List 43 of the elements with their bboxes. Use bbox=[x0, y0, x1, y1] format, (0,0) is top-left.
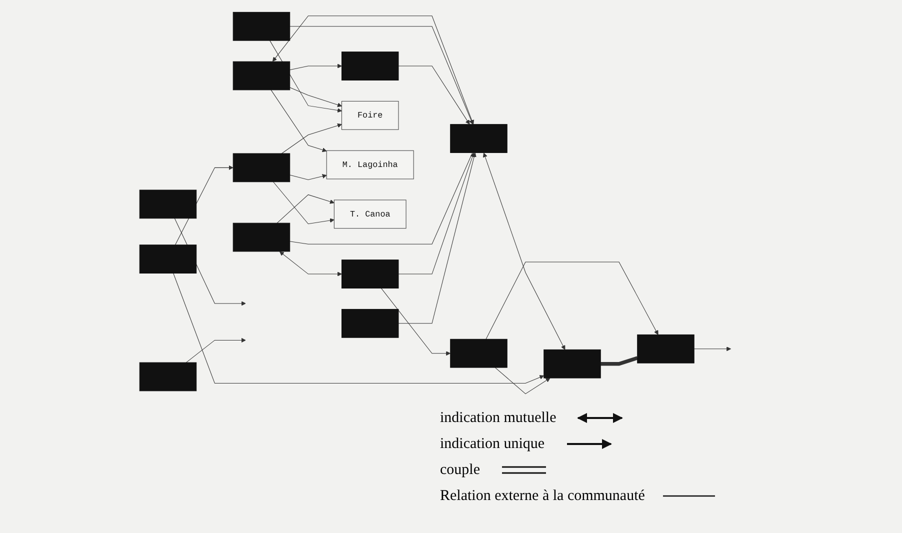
arrow bbox=[398, 152, 475, 274]
node-box bbox=[450, 124, 508, 153]
arrow bbox=[380, 288, 451, 356]
node-box bbox=[232, 12, 290, 41]
node-box: M. Lagoinha bbox=[326, 150, 414, 180]
connector bbox=[600, 356, 638, 366]
node-box bbox=[139, 244, 197, 274]
arrow bbox=[486, 262, 658, 340]
arrow bbox=[173, 273, 544, 384]
arrow bbox=[290, 64, 342, 70]
node-box bbox=[232, 153, 290, 182]
arrow bbox=[290, 87, 342, 108]
node-box: Foire bbox=[341, 100, 399, 130]
arrow bbox=[281, 123, 342, 154]
arrow bbox=[273, 182, 334, 224]
node-box bbox=[637, 334, 694, 364]
legend-text: Relation externe à la communauté bbox=[440, 488, 645, 504]
node-box bbox=[232, 222, 290, 252]
legend-text: indication unique bbox=[440, 436, 545, 452]
arrow bbox=[398, 66, 470, 125]
node-box bbox=[139, 362, 197, 392]
arrow bbox=[279, 251, 342, 276]
node-box bbox=[450, 338, 508, 368]
node-box: T. Canoa bbox=[334, 200, 406, 229]
arrow bbox=[290, 26, 474, 125]
legend-text: indication mutuelle bbox=[440, 410, 556, 426]
arrow bbox=[270, 90, 327, 152]
node-box bbox=[139, 190, 197, 219]
arrow bbox=[494, 367, 550, 394]
arrow bbox=[186, 338, 246, 363]
node-box bbox=[341, 308, 399, 338]
arrow bbox=[276, 194, 334, 224]
connector bbox=[290, 152, 473, 244]
arrow bbox=[290, 174, 327, 180]
node-box bbox=[544, 349, 601, 378]
node-box bbox=[232, 61, 290, 90]
legend-text: couple bbox=[440, 462, 480, 478]
node-box bbox=[341, 260, 399, 288]
arrow bbox=[482, 152, 566, 350]
arrow bbox=[398, 152, 476, 324]
arrow bbox=[694, 346, 732, 352]
arrow bbox=[272, 16, 474, 125]
node-box bbox=[341, 52, 399, 80]
